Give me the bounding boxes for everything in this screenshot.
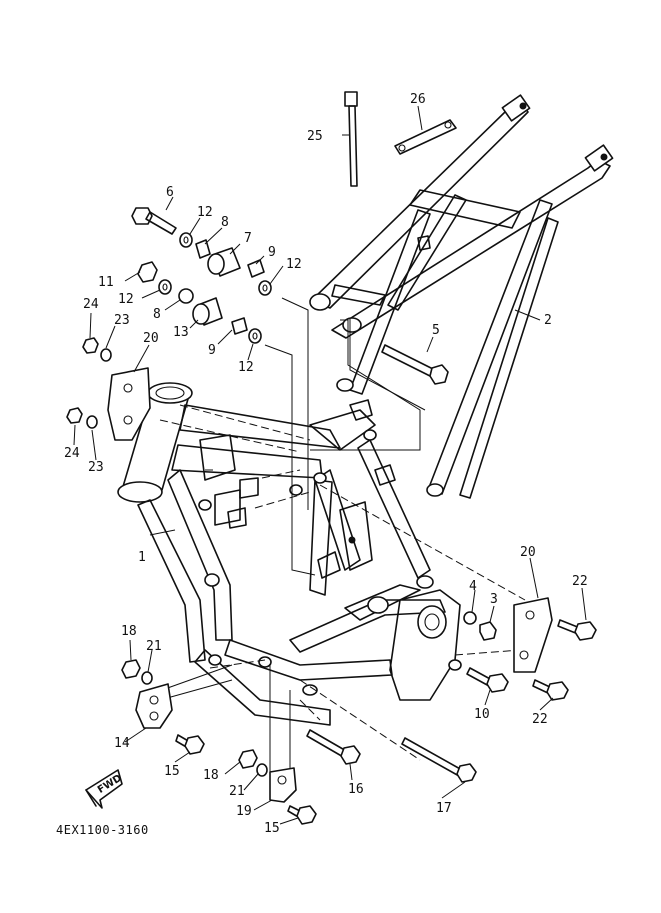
callout-leaders xyxy=(73,105,587,825)
bolt-6 xyxy=(131,207,177,235)
callout-9: 9 xyxy=(268,245,276,260)
cable-tie xyxy=(344,91,358,187)
callout-21: 21 xyxy=(229,784,245,799)
callout-22: 22 xyxy=(532,712,548,727)
callout-20: 20 xyxy=(520,545,536,560)
callout-15: 15 xyxy=(264,821,280,836)
callout-18: 18 xyxy=(121,624,137,639)
callout-25: 25 xyxy=(307,129,323,144)
callout-19: 19 xyxy=(236,804,252,819)
callout-22: 22 xyxy=(572,574,588,589)
drawing-code: 4EX1100-3160 xyxy=(56,823,149,837)
main-frame xyxy=(117,382,462,726)
callout-8: 8 xyxy=(153,307,161,322)
callout-23: 23 xyxy=(88,460,104,475)
callout-12: 12 xyxy=(238,360,254,375)
callout-20: 20 xyxy=(143,331,159,346)
callout-6: 6 xyxy=(166,185,174,200)
callout-12: 12 xyxy=(286,257,302,272)
callout-7: 7 xyxy=(244,231,252,246)
callout-13: 13 xyxy=(173,325,189,340)
callout-numbers: 6 12 8 7 9 12 11 12 8 13 9 12 24 23 20 2… xyxy=(64,92,588,836)
callout-18: 18 xyxy=(203,768,219,783)
rear-subframe xyxy=(309,94,614,499)
callout-10: 10 xyxy=(474,707,490,722)
callout-12: 12 xyxy=(118,292,134,307)
callout-4: 4 xyxy=(469,579,477,594)
callout-26: 26 xyxy=(410,92,426,107)
callout-1: 1 xyxy=(138,550,146,565)
callout-21: 21 xyxy=(146,639,162,654)
bolt-5 xyxy=(381,344,449,385)
callout-14: 14 xyxy=(114,736,130,751)
bracket-26 xyxy=(394,119,457,155)
callout-3: 3 xyxy=(490,592,498,607)
forward-direction-arrow: FWD xyxy=(85,769,124,809)
callout-8: 8 xyxy=(221,215,229,230)
callout-17: 17 xyxy=(436,801,452,816)
hardware xyxy=(66,91,597,825)
callout-24: 24 xyxy=(83,297,99,312)
callout-5: 5 xyxy=(432,323,440,338)
callout-2: 2 xyxy=(544,313,552,328)
assembly-lines xyxy=(159,404,526,761)
reference-lines xyxy=(159,297,426,780)
callout-12: 12 xyxy=(197,205,213,220)
callout-15: 15 xyxy=(164,764,180,779)
callout-24: 24 xyxy=(64,446,80,461)
callout-16: 16 xyxy=(348,782,364,797)
callout-23: 23 xyxy=(114,313,130,328)
callout-11: 11 xyxy=(98,275,114,290)
callout-9: 9 xyxy=(208,343,216,358)
